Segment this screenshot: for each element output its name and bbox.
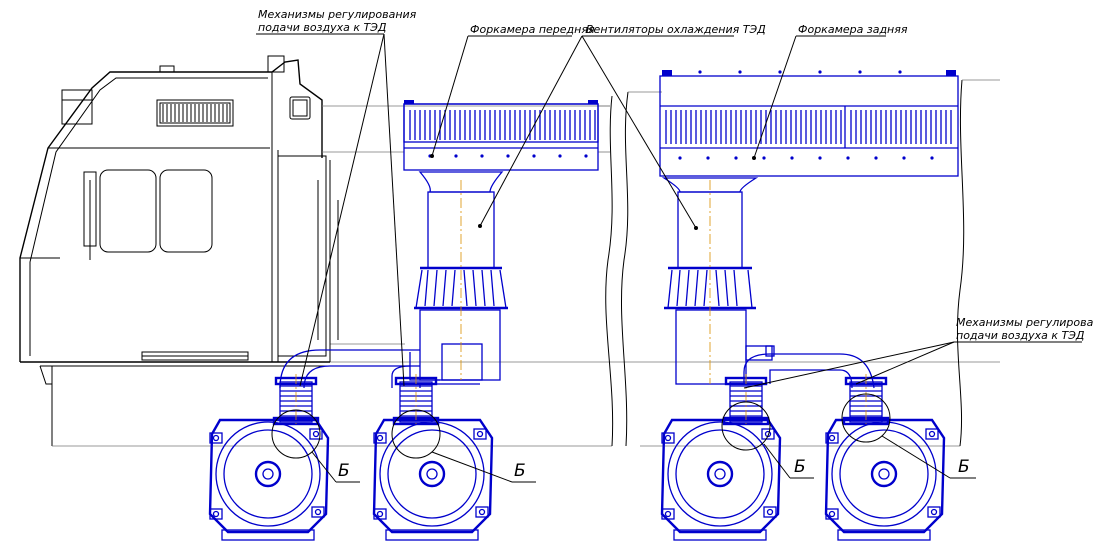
view-marker-4: Б — [958, 457, 970, 477]
leader-lines — [256, 33, 1082, 483]
view-marker-1: Б — [338, 461, 350, 481]
front-chamber — [403, 100, 599, 171]
label-air-mechanisms-top-1: Механизмы регулирования — [258, 8, 417, 21]
front-fan-duct — [409, 171, 508, 381]
label-air-mechanisms-top-2: подачи воздуха к ТЭД — [258, 21, 387, 34]
view-marker-2: Б — [514, 461, 526, 481]
view-marker-3: Б — [794, 457, 806, 477]
traction-motors — [208, 374, 946, 541]
label-cooling-fans: Вентиляторы охлаждения ТЭД — [586, 23, 766, 36]
label-front-chamber: Форкамера передняя — [470, 23, 595, 36]
air-ducts — [279, 345, 875, 389]
rear-fan-duct — [661, 177, 773, 385]
label-air-mechanisms-right-2: подачи воздуха к ТЭД — [956, 329, 1085, 342]
traction-motor-1 — [208, 374, 330, 541]
text-labels: Механизмы регулирования подачи воздуха к… — [258, 8, 1093, 481]
rear-chamber — [659, 70, 959, 177]
label-air-mechanisms-right-1: Механизмы регулирования — [956, 316, 1093, 329]
traction-motor-2 — [372, 374, 494, 541]
traction-motor-3 — [660, 374, 782, 541]
break-lines — [598, 79, 1000, 447]
label-rear-chamber: Форкамера задняя — [798, 23, 908, 36]
cab-body — [19, 55, 1000, 447]
cab-grille-slats — [162, 104, 228, 122]
traction-motor-4 — [824, 374, 946, 541]
